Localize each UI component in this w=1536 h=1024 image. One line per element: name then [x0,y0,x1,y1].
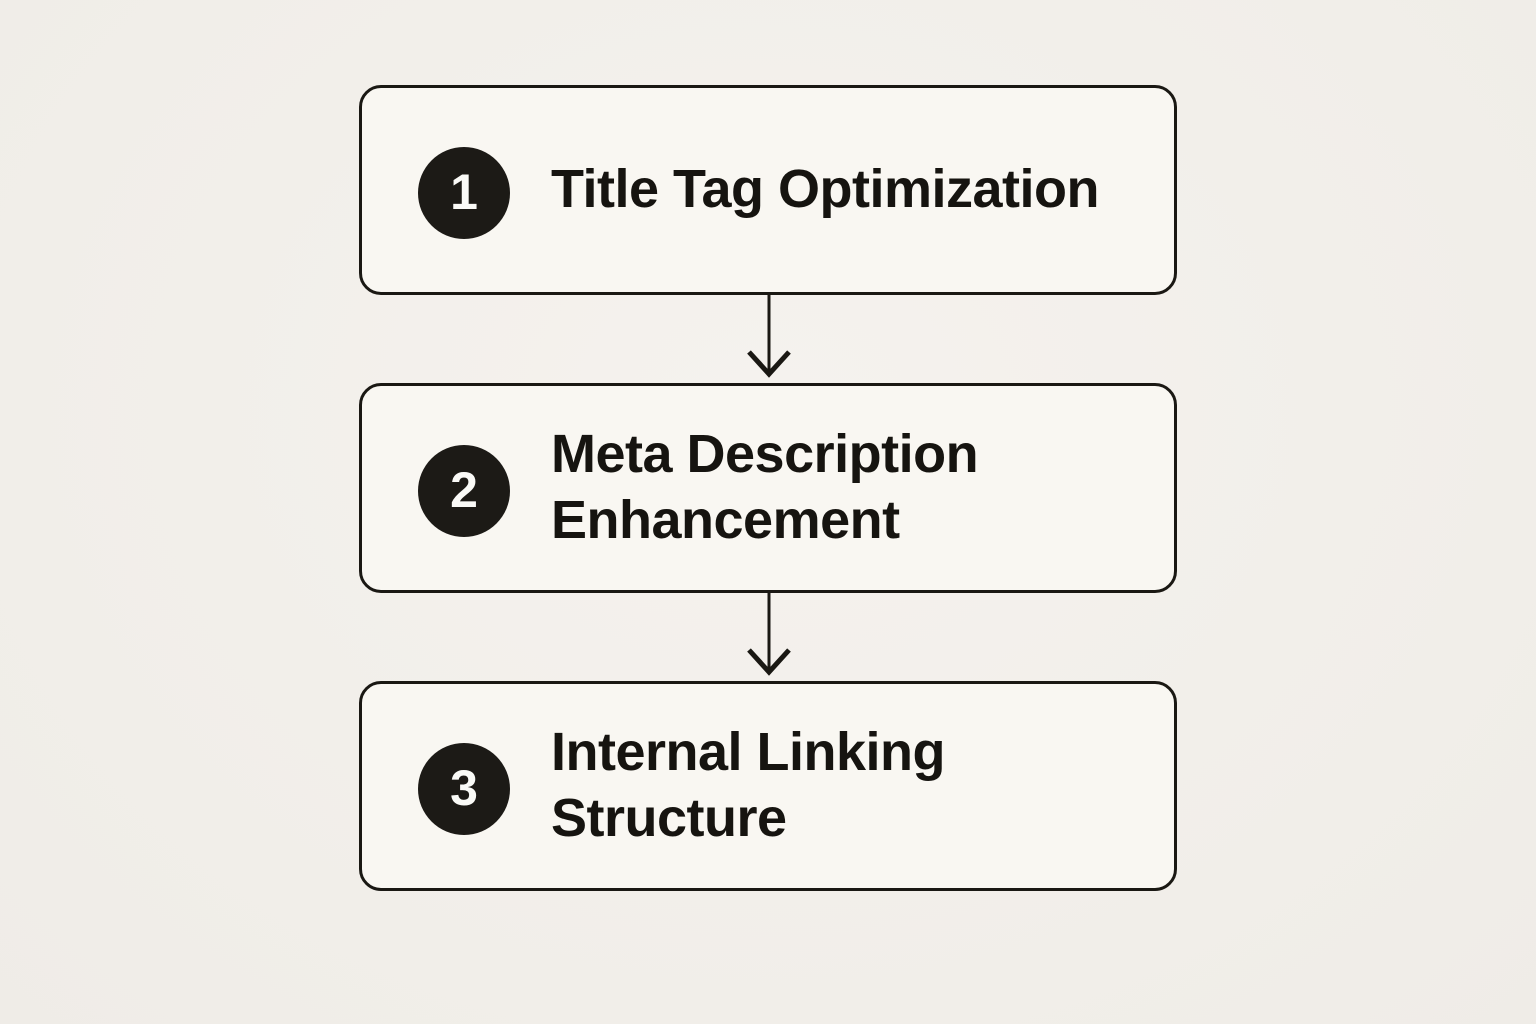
step-3-label: Internal Linking Structure [551,722,946,848]
step-3-number-badge: 3 [418,743,510,835]
step-box-2: 2 Meta Description Enhancement [359,383,1177,593]
step-1-label: Title Tag Optimization [551,159,1100,220]
step-1-number: 1 [450,164,478,220]
step-box-1: 1 Title Tag Optimization [359,85,1177,295]
step-box-3: 3 Internal Linking Structure [359,681,1177,891]
arrow-down-icon [747,592,791,676]
step-2-number: 2 [450,462,478,518]
step-1-number-badge: 1 [418,147,510,239]
step-3-number: 3 [450,760,478,816]
arrow-down-icon [747,294,791,378]
step-2-number-badge: 2 [418,445,510,537]
step-2-label: Meta Description Enhancement [551,424,979,550]
